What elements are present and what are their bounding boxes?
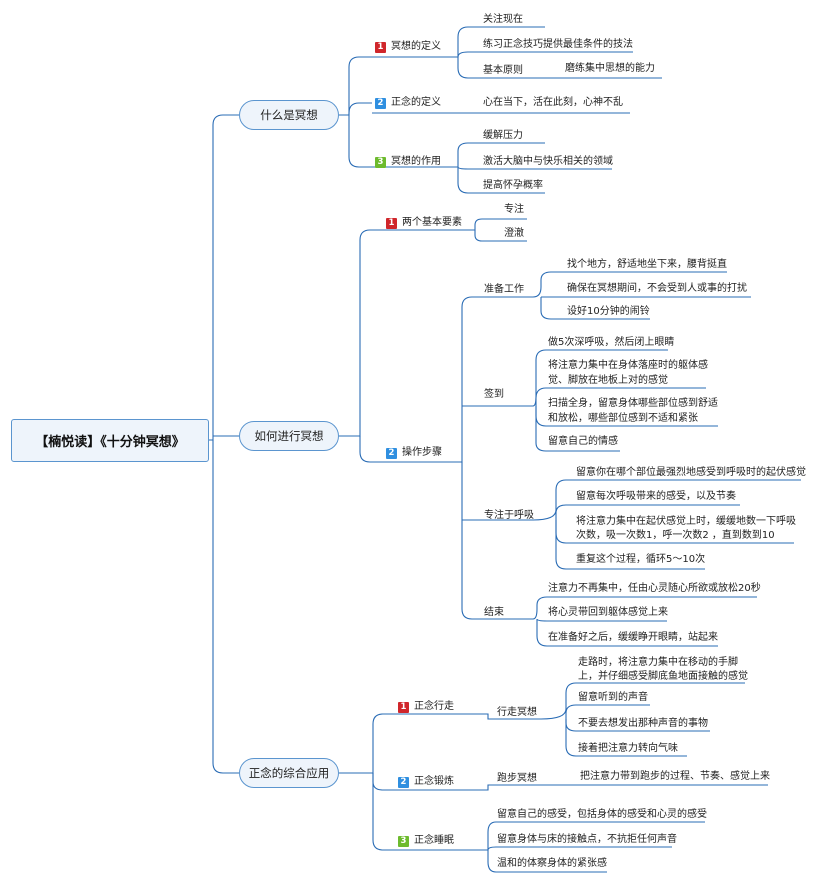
priority-2-icon: 2 bbox=[398, 776, 409, 788]
leaf-node[interactable]: 缓解压力 bbox=[483, 130, 523, 141]
leaf-node-line[interactable]: 走路时，将注意力集中在移动的手脚 bbox=[578, 657, 738, 668]
topic-label: 冥想的作用 bbox=[391, 156, 441, 167]
leaf-node[interactable]: 重复这个过程，循环5～10次 bbox=[576, 554, 706, 565]
leaf-node[interactable]: 找个地方，舒适地坐下来，腰背挺直 bbox=[567, 259, 727, 270]
leaf-node[interactable]: 留意自己的情感 bbox=[548, 436, 618, 447]
leaf-node[interactable]: 注意力不再集中，任由心灵随心所欲或放松20秒 bbox=[548, 583, 761, 594]
leaf-node[interactable]: 留意每次呼吸带来的感受，以及节奏 bbox=[576, 491, 736, 502]
priority-3-icon: 3 bbox=[375, 156, 386, 168]
sub-running-meditation[interactable]: 跑步冥想 bbox=[497, 773, 537, 784]
leaf-node-line[interactable]: 上，并仔细感受脚底鱼地面接触的感觉 bbox=[578, 671, 748, 682]
leaf-node-line[interactable]: 和放松，哪些部位感到不适和紧张 bbox=[548, 413, 698, 424]
leaf-node[interactable]: 在准备好之后，缓缓睁开眼睛，站起来 bbox=[548, 632, 718, 643]
topic-operation-steps[interactable]: 2 操作步骤 bbox=[386, 446, 442, 460]
branch-mindfulness-application[interactable]: 正念的综合应用 bbox=[239, 758, 339, 788]
step-preparation[interactable]: 准备工作 bbox=[484, 284, 524, 295]
leaf-node[interactable]: 磨练集中思想的能力 bbox=[565, 63, 655, 74]
leaf-node[interactable]: 接着把注意力转向气味 bbox=[578, 743, 678, 754]
priority-1-icon: 1 bbox=[386, 217, 397, 229]
leaf-node[interactable]: 关注现在 bbox=[483, 14, 523, 25]
root-node[interactable]: 【楠悦读】《十分钟冥想》 bbox=[11, 419, 209, 462]
sub-walking-meditation[interactable]: 行走冥想 bbox=[497, 707, 537, 718]
leaf-node[interactable]: 提高怀孕概率 bbox=[483, 180, 543, 191]
leaf-node-line[interactable]: 将注意力集中在起伏感觉上时，缓缓地数一下呼吸 bbox=[576, 516, 796, 527]
topic-mindful-exercise[interactable]: 2 正念锻炼 bbox=[398, 775, 454, 789]
leaf-node[interactable]: 将心灵带回到躯体感觉上来 bbox=[548, 607, 668, 618]
priority-1-icon: 1 bbox=[375, 41, 386, 53]
priority-2-icon: 2 bbox=[386, 447, 397, 459]
topic-label: 冥想的定义 bbox=[391, 41, 441, 52]
topic-mindful-sleep[interactable]: 3 正念睡眠 bbox=[398, 834, 454, 848]
leaf-node[interactable]: 激活大脑中与快乐相关的领域 bbox=[483, 156, 613, 167]
leaf-node[interactable]: 把注意力带到跑步的过程、节奏、感觉上来 bbox=[580, 771, 770, 782]
leaf-node[interactable]: 心在当下，活在此刻，心神不乱 bbox=[483, 97, 623, 108]
topic-mindful-walking[interactable]: 1 正念行走 bbox=[398, 700, 454, 714]
topic-meditation-definition[interactable]: 1 冥想的定义 bbox=[375, 40, 441, 54]
step-check-in[interactable]: 签到 bbox=[484, 389, 504, 400]
priority-1-icon: 1 bbox=[398, 701, 409, 713]
priority-3-icon: 3 bbox=[398, 835, 409, 847]
topic-mindfulness-definition[interactable]: 2 正念的定义 bbox=[375, 96, 441, 110]
leaf-node-line[interactable]: 将注意力集中在身体落座时的躯体感 bbox=[548, 360, 708, 371]
leaf-node[interactable]: 确保在冥想期间，不会受到人或事的打扰 bbox=[567, 283, 747, 294]
leaf-node[interactable]: 留意身体与床的接触点，不抗拒任何声音 bbox=[497, 834, 677, 845]
topic-label: 正念的定义 bbox=[391, 97, 441, 108]
topic-label: 操作步骤 bbox=[402, 447, 442, 458]
topic-label: 正念行走 bbox=[414, 701, 454, 712]
leaf-node[interactable]: 设好10分钟的闹铃 bbox=[567, 306, 650, 317]
leaf-node[interactable]: 专注 bbox=[504, 204, 524, 215]
leaf-node[interactable]: 练习正念技巧提供最佳条件的技法 bbox=[483, 39, 633, 50]
step-end[interactable]: 结束 bbox=[484, 607, 504, 618]
leaf-node[interactable]: 澄澈 bbox=[504, 228, 524, 239]
topic-two-elements[interactable]: 1 两个基本要素 bbox=[386, 216, 462, 230]
leaf-node[interactable]: 留意自己的感受，包括身体的感受和心灵的感受 bbox=[497, 809, 707, 820]
leaf-node[interactable]: 温和的体察身体的紧张感 bbox=[497, 858, 607, 869]
leaf-node[interactable]: 留意听到的声音 bbox=[578, 692, 648, 703]
leaf-node[interactable]: 留意你在哪个部位最强烈地感受到呼吸时的起伏感觉 bbox=[576, 467, 806, 478]
leaf-node-line[interactable]: 次数，吸一次数1，呼一次数2 ，直到数到10 bbox=[576, 530, 775, 541]
leaf-node[interactable]: 基本原则 bbox=[483, 65, 523, 76]
leaf-node-line[interactable]: 扫描全身，留意身体哪些部位感到舒适 bbox=[548, 398, 718, 409]
topic-label: 正念睡眠 bbox=[414, 835, 454, 846]
leaf-node-line[interactable]: 觉、脚放在地板上对的感觉 bbox=[548, 375, 668, 386]
leaf-node[interactable]: 不要去想发出那种声音的事物 bbox=[578, 718, 708, 729]
topic-meditation-effects[interactable]: 3 冥想的作用 bbox=[375, 155, 441, 169]
topic-label: 两个基本要素 bbox=[402, 217, 462, 228]
priority-2-icon: 2 bbox=[375, 97, 386, 109]
branch-how-to-meditate[interactable]: 如何进行冥想 bbox=[239, 421, 339, 451]
step-focus-breath[interactable]: 专注于呼吸 bbox=[484, 510, 534, 521]
leaf-node[interactable]: 做5次深呼吸，然后闭上眼睛 bbox=[548, 337, 675, 348]
topic-label: 正念锻炼 bbox=[414, 776, 454, 787]
branch-what-is-meditation[interactable]: 什么是冥想 bbox=[239, 100, 339, 130]
